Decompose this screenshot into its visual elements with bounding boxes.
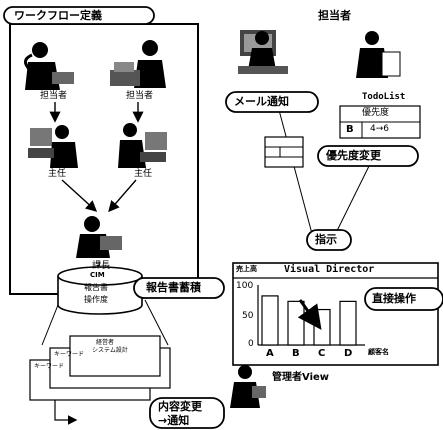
section-chief-label: 課長 [92, 261, 111, 271]
mail-notice-label: メール通知 [234, 95, 289, 108]
arrow-supervisor-a-to-chief [61, 179, 98, 212]
section-chief-figure [76, 216, 122, 258]
x-category-C: C [318, 348, 326, 359]
drag-arrow-bar-b [297, 299, 322, 330]
forms-stack [29, 335, 171, 401]
person-a-label: 担当者 [40, 91, 68, 101]
form-tab-1: キーワード [34, 363, 65, 370]
direct-operation-bubble [364, 287, 443, 311]
form-tab-2: キーワード [54, 351, 85, 358]
line-mail-to-instruction [274, 94, 316, 246]
workflow-title: ワークフロー定義 [14, 9, 102, 22]
x-axis-extra-label: 顧客名 [368, 348, 389, 356]
assignee-figure-list [356, 31, 401, 78]
y-tick-50: 50 [242, 311, 254, 321]
bar-A[interactable] [261, 295, 279, 346]
bar-B[interactable] [287, 300, 305, 346]
content-change-line1: 内容変更 [158, 400, 202, 413]
form-tab-3-line2: システム設計 [92, 347, 128, 354]
supervisor-a-figure [28, 125, 78, 168]
todo-header: 優先度 [362, 108, 390, 118]
bar-D[interactable] [339, 300, 357, 346]
person-a-figure [24, 42, 74, 90]
report-store-bubble [133, 277, 225, 299]
workflow-title-bubble [3, 6, 155, 25]
person-b-label: 担当者 [126, 91, 154, 101]
y-tick-0: 0 [248, 339, 254, 349]
report-store-label: 報告書蓄積 [146, 281, 201, 294]
cylinder-top-label: CIM [90, 271, 105, 279]
x-category-B: B [292, 348, 300, 359]
todo-cell-change: 4→6 [370, 124, 389, 134]
arrow-supervisor-b-to-chief [108, 179, 137, 213]
bar-C[interactable] [313, 308, 331, 346]
todo-list-table [339, 105, 421, 139]
director-window-title: Visual Director [284, 264, 375, 275]
todo-cell-priority: B [346, 124, 354, 135]
cylinder-body-line2: 操作度 [84, 295, 108, 304]
assignee-figure-computer [238, 30, 288, 74]
form-tab-3-line1: 経営者 [96, 339, 115, 346]
instruction-label: 指示 [315, 233, 337, 246]
instruction-bubble [306, 229, 352, 251]
cim-database-cylinder [57, 266, 143, 315]
todo-list-title: TodoList [362, 92, 406, 102]
manager-view-caption: 管理者View [272, 372, 330, 383]
assignee-heading: 担当者 [318, 9, 351, 22]
manager-figure [230, 365, 266, 408]
priority-change-label: 優先度変更 [326, 149, 381, 162]
y-tick-100: 100 [236, 281, 254, 291]
person-b-figure [110, 40, 166, 88]
cylinder-body-line1: 報告書 [84, 283, 108, 292]
x-category-D: D [344, 348, 353, 359]
mail-notice-bubble [225, 91, 319, 113]
director-window-label: 売上高 [236, 265, 257, 273]
direct-operation-label: 直接操作 [372, 292, 416, 305]
supervisor-b-label: 主任 [134, 169, 153, 179]
mail-form-icon [264, 136, 304, 168]
supervisor-a-label: 主任 [48, 169, 67, 179]
x-category-A: A [266, 348, 274, 359]
priority-change-bubble [317, 145, 419, 167]
content-change-bubble [149, 397, 225, 429]
forms-down-arrow [54, 400, 78, 425]
content-change-line2: →通知 [158, 414, 190, 427]
supervisor-b-figure [118, 123, 167, 168]
